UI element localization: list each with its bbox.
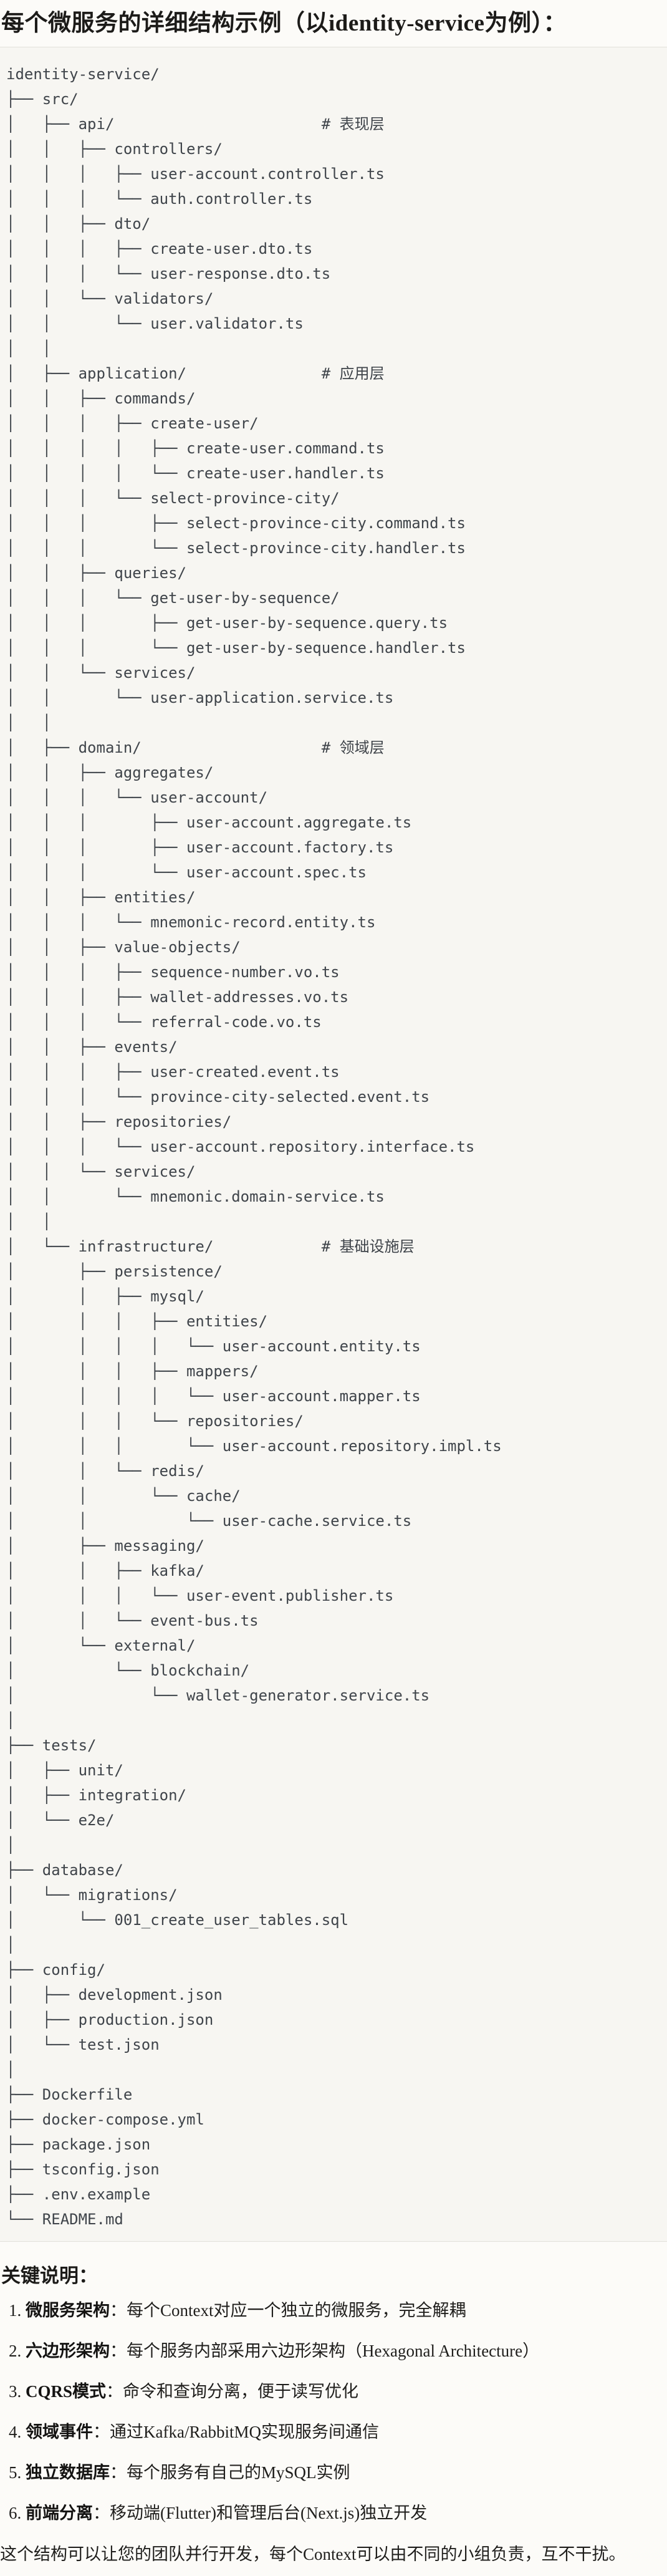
note-item-term: 微服务架构 xyxy=(26,2301,110,2320)
note-item-term: CQRS模式 xyxy=(26,2382,107,2401)
note-item-text: ：每个服务有自己的MySQL实例 xyxy=(110,2463,350,2482)
note-item: 4. 领域事件：通过Kafka/RabbitMQ实现服务间通信 xyxy=(9,2419,667,2444)
note-item: 1. 微服务架构：每个Context对应一个独立的微服务，完全解耦 xyxy=(9,2298,667,2323)
note-item: 6. 前端分离：移动端(Flutter)和管理后台(Next.js)独立开发 xyxy=(9,2501,667,2525)
note-item-text: ：通过Kafka/RabbitMQ实现服务间通信 xyxy=(93,2423,379,2441)
note-item-term: 独立数据库 xyxy=(26,2463,110,2482)
directory-tree: identity-service/ ├── src/ │ ├── api/ # … xyxy=(6,65,502,2228)
notes-heading: 关键说明： xyxy=(1,2265,98,2287)
note-item-number: 3. xyxy=(9,2382,26,2401)
notes-list: 1. 微服务架构：每个Context对应一个独立的微服务，完全解耦 2. 六边形架… xyxy=(0,2298,667,2525)
note-item-term: 领域事件 xyxy=(26,2423,93,2441)
note-item-number: 5. xyxy=(9,2463,26,2482)
note-item-term: 前端分离 xyxy=(26,2504,93,2522)
note-item-number: 6. xyxy=(9,2504,26,2522)
note-item: 2. 六边形架构：每个服务内部采用六边形架构（Hexagonal Archite… xyxy=(9,2338,667,2363)
note-item-text: ：每个Context对应一个独立的微服务，完全解耦 xyxy=(110,2301,466,2320)
note-item-text: ：移动端(Flutter)和管理后台(Next.js)独立开发 xyxy=(93,2504,428,2522)
note-item-number: 1. xyxy=(9,2301,26,2320)
note-item: 3. CQRS模式：命令和查询分离，便于读写优化 xyxy=(9,2379,667,2404)
note-item-term: 六边形架构 xyxy=(26,2342,110,2360)
closing-paragraph: 这个结构可以让您的团队并行开发，每个Context可以由不同的小组负责，互不干扰… xyxy=(0,2545,626,2564)
notes-section: 关键说明： 1. 微服务架构：每个Context对应一个独立的微服务，完全解耦 2… xyxy=(0,2263,667,2567)
note-item-text: ：每个服务内部采用六边形架构（Hexagonal Architecture） xyxy=(110,2342,540,2360)
code-block: identity-service/ ├── src/ │ ├── api/ # … xyxy=(0,47,667,2242)
note-item-number: 4. xyxy=(9,2423,26,2441)
page-title: 每个微服务的详细结构示例（以identity-service为例）： xyxy=(1,11,567,36)
note-item-text: ：命令和查询分离，便于读写优化 xyxy=(106,2382,359,2401)
note-item: 5. 独立数据库：每个服务有自己的MySQL实例 xyxy=(9,2460,667,2485)
note-item-number: 2. xyxy=(9,2342,26,2360)
